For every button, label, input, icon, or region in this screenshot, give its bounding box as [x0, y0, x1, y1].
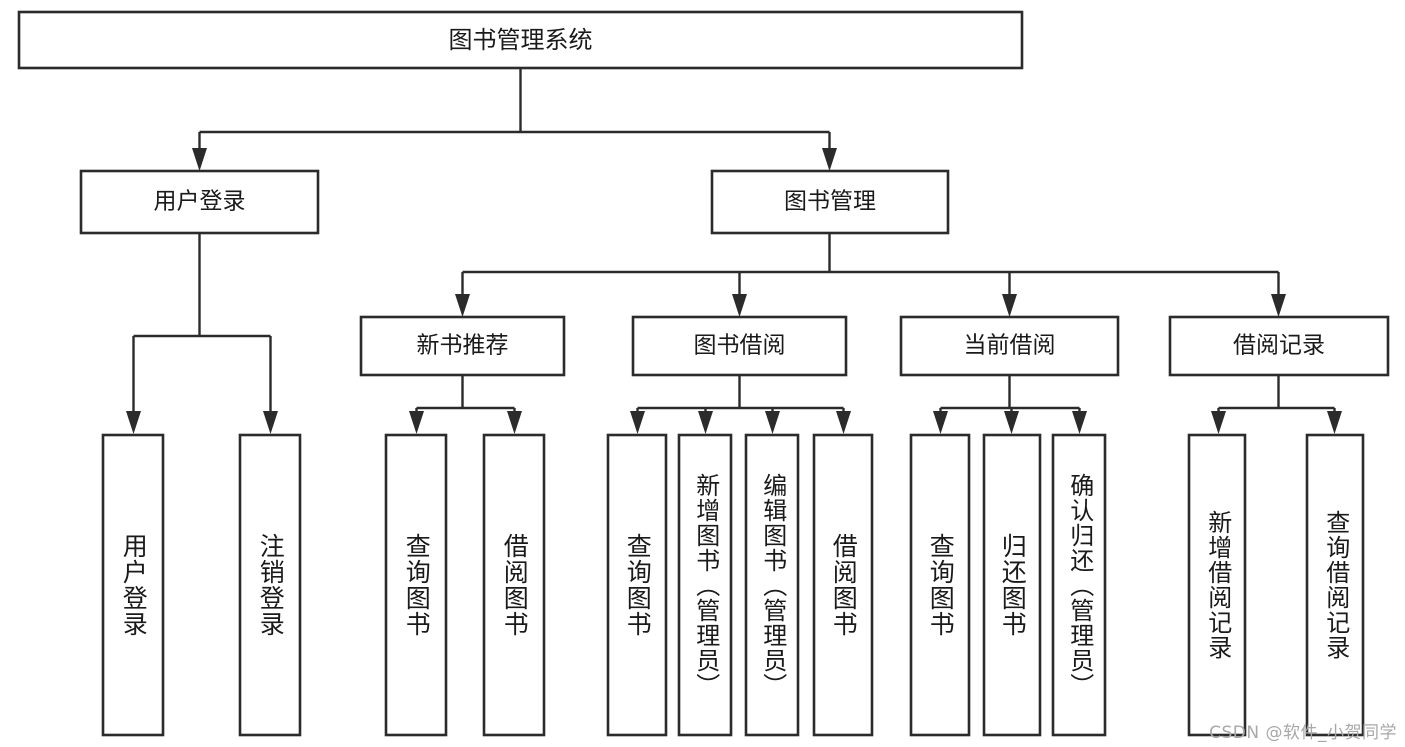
node-leaf-add-borrow-record-rect[interactable]: [1187, 433, 1247, 737]
node-user-login[interactable]: 用户登录: [79, 169, 320, 235]
node-current-borrow-rect[interactable]: [899, 315, 1120, 377]
node-new-book-recommend-label: 新书推荐: [417, 333, 509, 359]
arrow-to-leaf-add-borrow-record: [1211, 411, 1226, 434]
node-leaf-edit-book-admin-rect[interactable]: [744, 433, 800, 737]
arrow-to-leaf-query-book-2: [630, 411, 645, 434]
node-leaf-borrow-book-1-rect[interactable]: [482, 433, 546, 737]
arrow-to-borrow-record: [1271, 294, 1286, 317]
node-user-login-rect[interactable]: [79, 169, 320, 235]
node-new-book-recommend[interactable]: 新书推荐: [359, 315, 566, 377]
arrow-to-leaf-logout-login: [263, 411, 278, 434]
arrow-to-leaf-query-borrow-record: [1327, 411, 1342, 434]
watermark-text: CSDN @软件_小贺同学: [1209, 723, 1397, 743]
arrow-to-leaf-user-login: [126, 411, 141, 434]
node-layer: 图书管理系统 用户登录 图书管理 新书推荐 图书借阅 当前: [17, 10, 1390, 737]
node-current-borrow-label: 当前借阅: [964, 333, 1056, 359]
node-book-borrow-label: 图书借阅: [694, 333, 786, 359]
node-new-book-recommend-rect[interactable]: [359, 315, 566, 377]
arrow-to-user-login: [192, 148, 207, 171]
node-borrow-record-label: 借阅记录: [1233, 333, 1325, 359]
node-leaf-return-book-rect[interactable]: [982, 433, 1042, 737]
arrow-to-leaf-borrow-book-1: [507, 411, 522, 434]
arrow-to-leaf-add-book-admin: [698, 411, 713, 434]
node-borrow-record[interactable]: 借阅记录: [1168, 315, 1390, 377]
node-leaf-borrow-book-2-rect[interactable]: [812, 433, 874, 737]
node-leaf-user-login-rect[interactable]: [101, 433, 165, 737]
node-book-management-rect[interactable]: [710, 169, 950, 235]
node-book-management-label: 图书管理: [784, 189, 876, 215]
node-book-borrow[interactable]: 图书借阅: [631, 315, 848, 377]
node-leaf-query-book-3-rect[interactable]: [909, 433, 971, 737]
node-current-borrow[interactable]: 当前借阅: [899, 315, 1120, 377]
node-leaf-logout-login-rect[interactable]: [238, 433, 302, 737]
connector-layer: [126, 68, 1342, 434]
node-borrow-record-rect[interactable]: [1168, 315, 1390, 377]
arrow-to-leaf-query-book-1: [409, 411, 424, 434]
node-root-rect[interactable]: [17, 10, 1024, 70]
arrow-to-leaf-borrow-book-2: [836, 411, 851, 434]
arrow-to-leaf-return-book: [1004, 411, 1019, 434]
arrow-to-current-borrow: [1002, 294, 1017, 317]
arrow-to-leaf-query-book-3: [933, 411, 948, 434]
node-leaf-query-book-1-rect[interactable]: [384, 433, 448, 737]
node-user-login-label: 用户登录: [154, 189, 246, 215]
arrow-to-book-management: [822, 148, 837, 171]
node-leaf-confirm-return-admin-rect[interactable]: [1051, 433, 1107, 737]
node-leaf-query-book-2-rect[interactable]: [606, 433, 668, 737]
node-root[interactable]: 图书管理系统: [17, 10, 1024, 70]
arrow-to-book-borrow: [732, 294, 747, 317]
node-leaf-add-book-admin-rect[interactable]: [677, 433, 733, 737]
arrow-to-leaf-edit-book-admin: [765, 411, 780, 434]
arrow-to-leaf-confirm-return-admin: [1072, 411, 1087, 434]
node-book-borrow-rect[interactable]: [631, 315, 848, 377]
node-book-management[interactable]: 图书管理: [710, 169, 950, 235]
node-root-label: 图书管理系统: [449, 26, 593, 54]
node-leaf-query-borrow-record-rect[interactable]: [1305, 433, 1365, 737]
arrow-to-new-book-recommend: [455, 294, 470, 317]
